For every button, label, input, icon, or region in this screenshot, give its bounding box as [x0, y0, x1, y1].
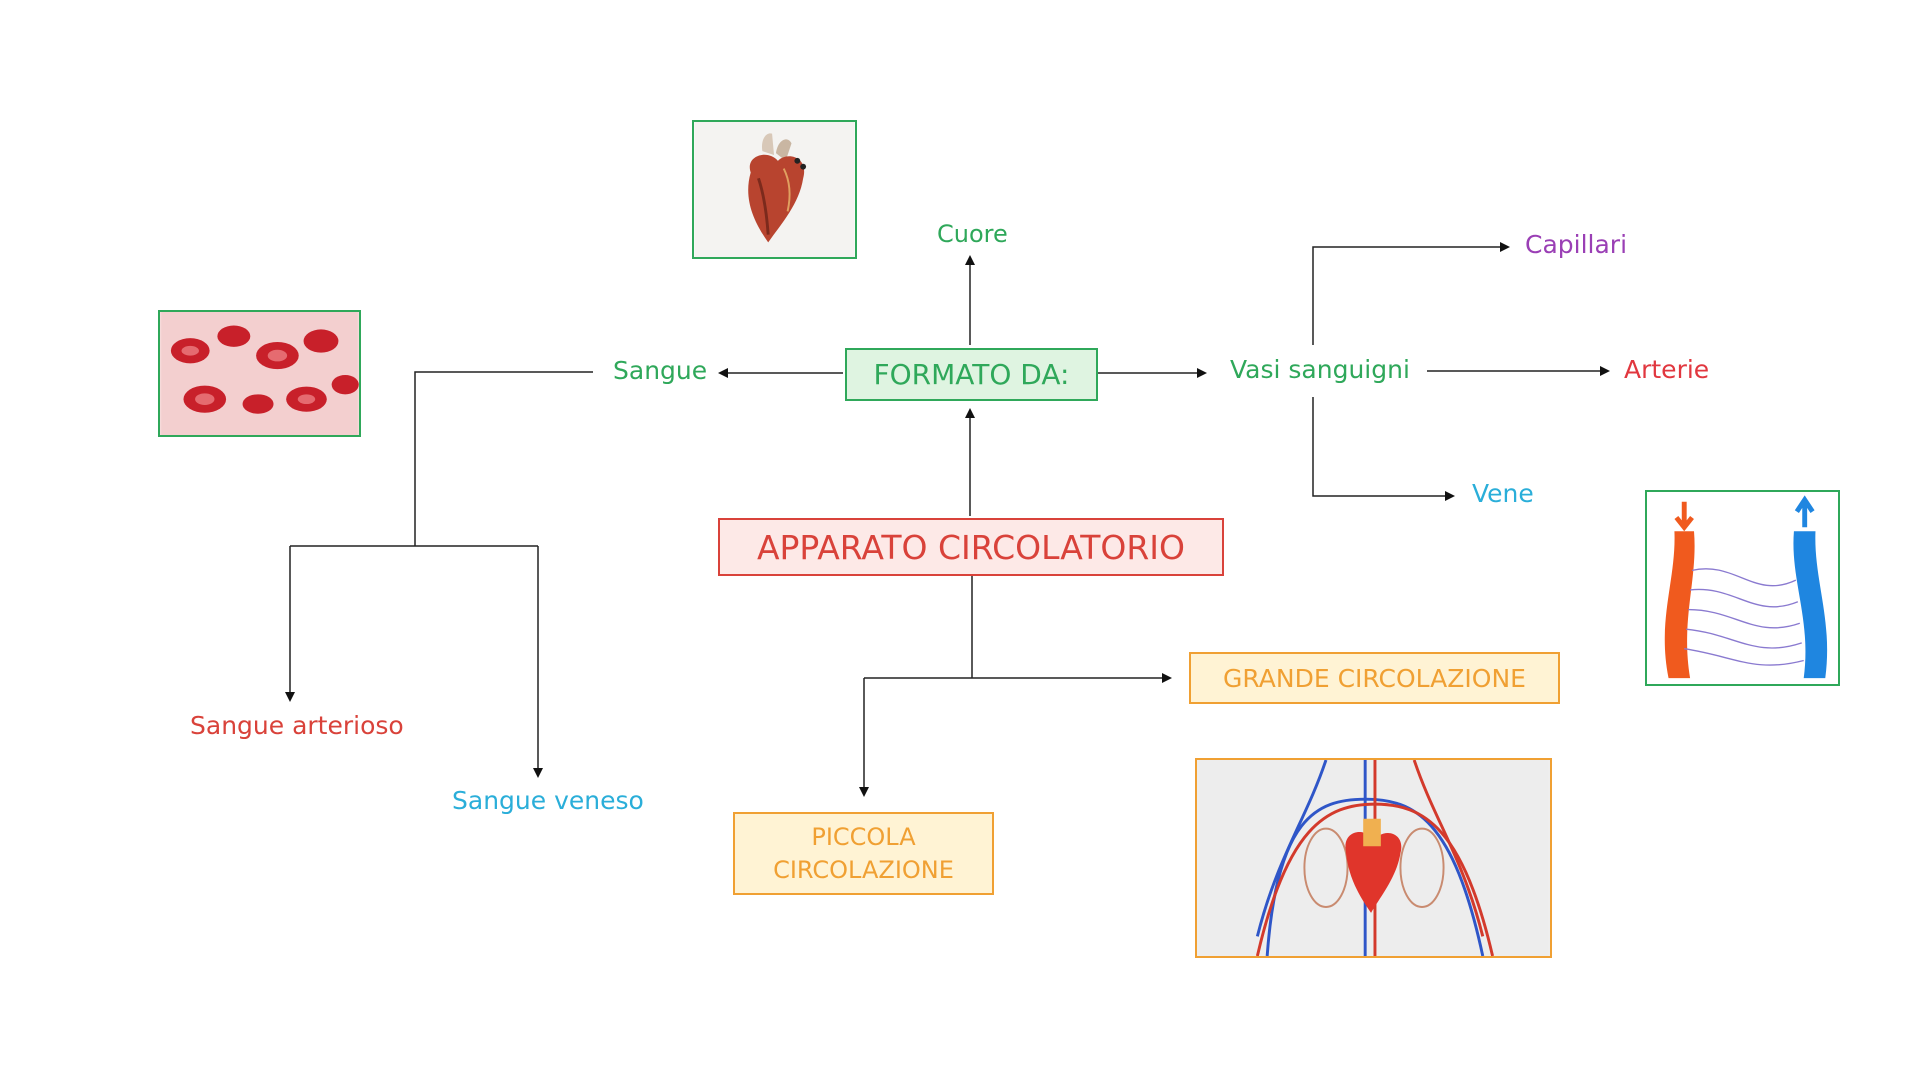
arterie-label: Arterie [1624, 355, 1710, 384]
capillary-icon [1664, 495, 1828, 679]
connector-sangue-tree [414, 371, 593, 546]
capillari-label: Capillari [1525, 230, 1628, 259]
sangue-arterioso-label: Sangue arterioso [190, 711, 404, 740]
grande-circolazione-node: GRANDE CIRCOLAZIONE [1189, 652, 1560, 704]
heart-image [692, 120, 857, 259]
piccola-label-line1: PICCOLA [811, 822, 916, 851]
capillary-network-image [1645, 490, 1840, 686]
circulatory-system-image [1195, 758, 1552, 958]
sangue-veneso-label: Sangue veneso [452, 786, 644, 815]
formato-da-node: FORMATO DA: [845, 348, 1098, 401]
formato-da-label: FORMATO DA: [873, 358, 1070, 391]
vasi-sanguigni-label: Vasi sanguigni [1230, 355, 1410, 384]
connector-vasi-vene [1312, 397, 1455, 501]
circulatory-system-icon [1198, 760, 1549, 956]
blood-cells-icon [161, 312, 359, 435]
vene-label: Vene [1472, 479, 1534, 508]
piccola-label-line2: CIRCOLAZIONE [773, 855, 954, 884]
sangue-label: Sangue [613, 356, 708, 385]
cuore-label: Cuore [937, 220, 1008, 248]
root-node: APPARATO CIRCOLATORIO [718, 518, 1224, 576]
root-label: APPARATO CIRCOLATORIO [756, 527, 1186, 567]
red-blood-cells-image [158, 310, 361, 437]
grande-circolazione-label: GRANDE CIRCOLAZIONE [1223, 663, 1526, 693]
connector-vasi-capillari [1312, 242, 1510, 345]
piccola-circolazione-node: PICCOLA CIRCOLAZIONE [733, 812, 994, 895]
heart-icon [694, 122, 855, 257]
